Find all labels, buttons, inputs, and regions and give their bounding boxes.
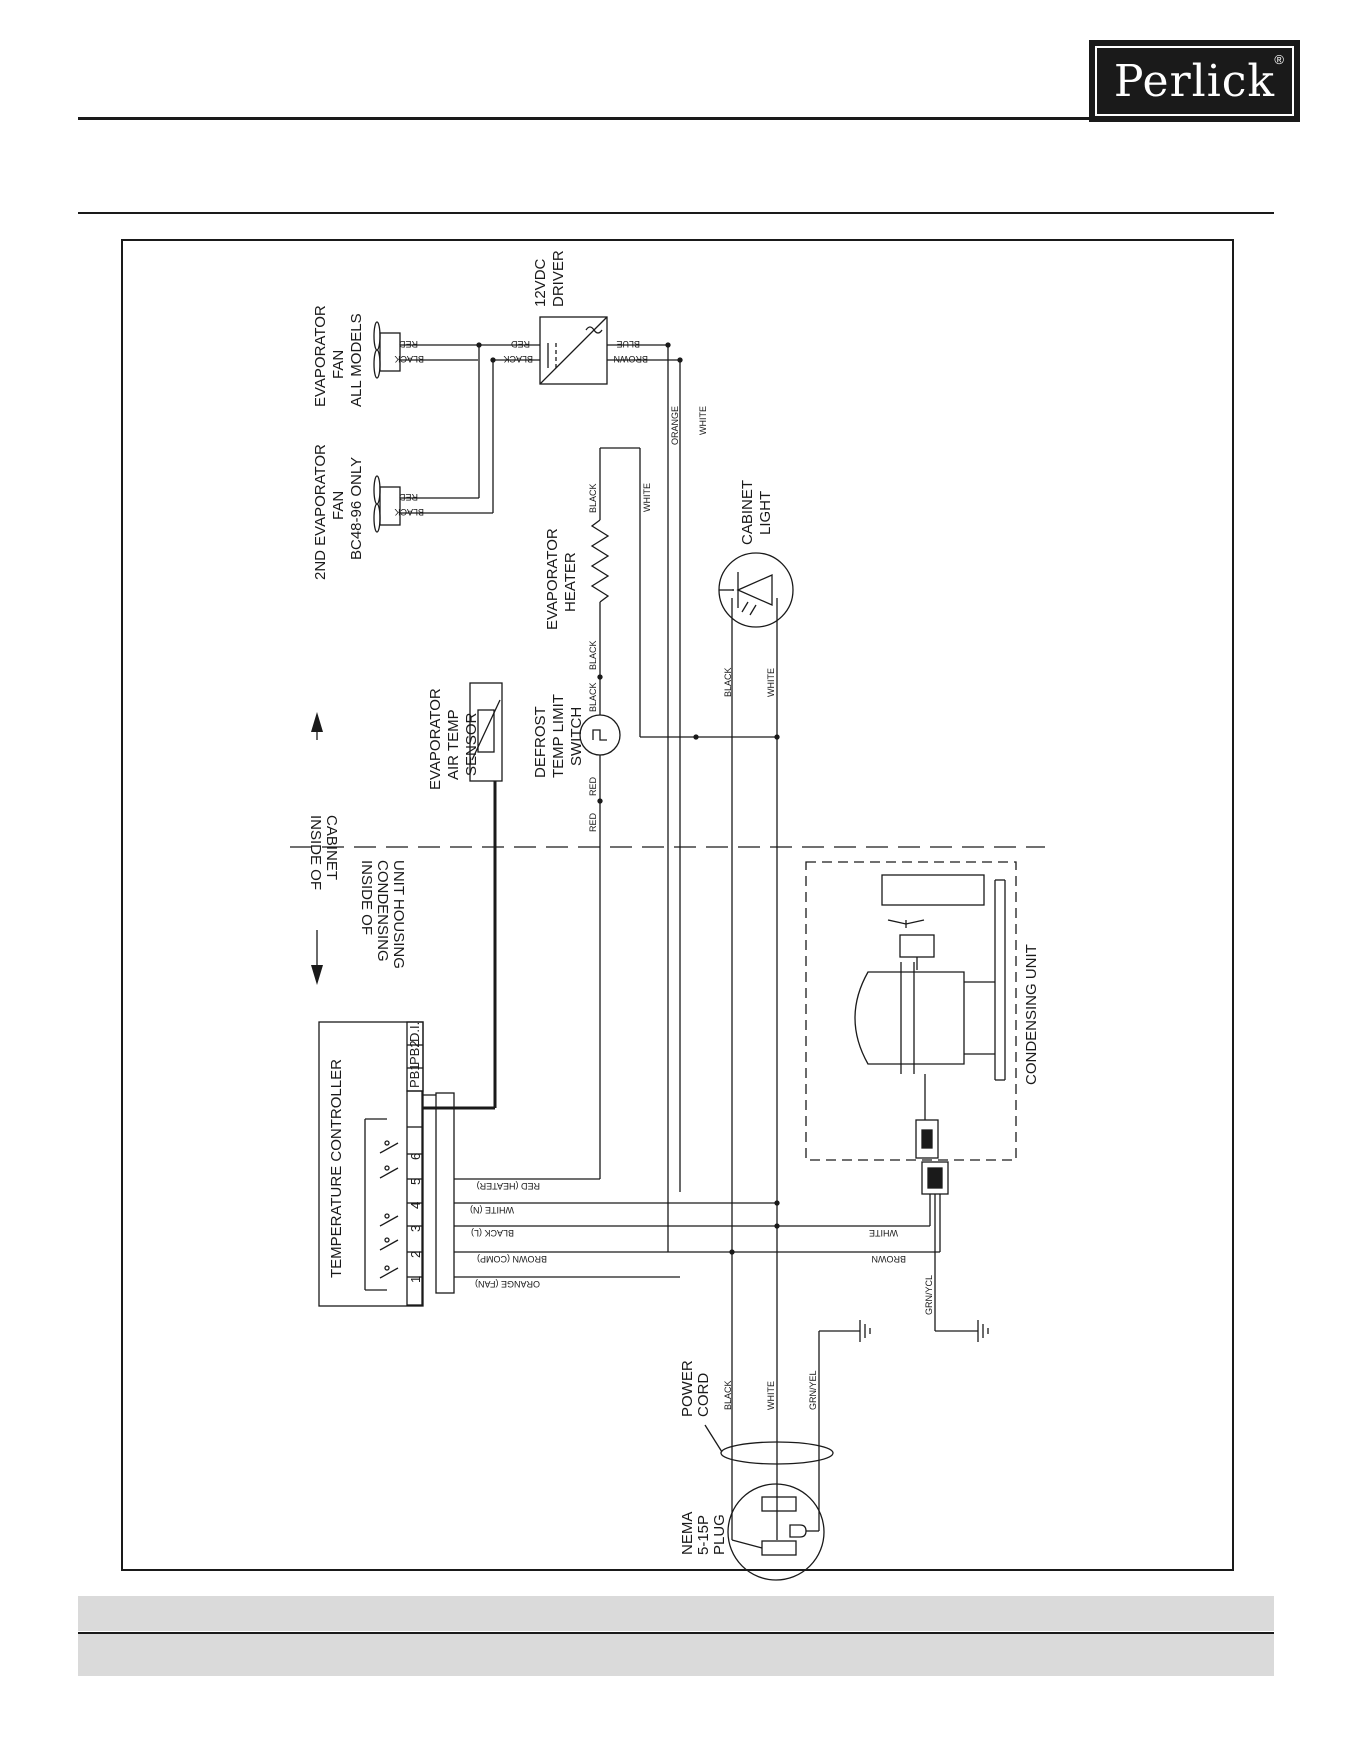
inside-cabinet-label: INSIDE OFCABINET (307, 815, 340, 890)
temperature-controller (318, 1021, 495, 1307)
header-rule (78, 117, 1274, 120)
wire-black-cord: BLACK (723, 1380, 733, 1410)
ground-symbol-right (977, 1320, 989, 1342)
wire-ctrl-heater: RED (HEATER) (477, 1181, 540, 1191)
driver-label: 12VDCDRIVER (532, 250, 567, 307)
port-pb1: PB1 (407, 1063, 422, 1088)
ground-symbol-left (818, 1320, 871, 1430)
wire-red-drv: RED (510, 339, 530, 349)
evap-fan2-label: 2ND EVAPORATORFANBC48-96 ONLY (312, 444, 365, 580)
brand-name: Perlick (1113, 55, 1276, 107)
wire-black-switch: BLACK (588, 682, 598, 712)
footer-band-bottom (78, 1634, 1274, 1676)
footer-rule (78, 1632, 1274, 1634)
wire-red-fan1: RED (398, 339, 418, 349)
terminal-2: 2 (408, 1251, 423, 1258)
cabinet-light-label: CABINETLIGHT (739, 480, 774, 545)
wire-red-switch-bot: RED (588, 812, 598, 832)
plug-label: NEMA5-15PPLUG (679, 1512, 728, 1555)
evap-fan-label: EVAPORATORFANALL MODELS (312, 305, 365, 407)
wire-black-heater-bot: BLACK (588, 640, 598, 670)
wire-white-cord: WHITE (766, 1381, 776, 1410)
control-wires (454, 1178, 940, 1278)
wire-black-heater-top: BLACK (588, 483, 598, 513)
wire-black-light: BLACK (723, 667, 733, 697)
wire-brown-cu: BROWN (872, 1254, 907, 1264)
wire-ctrl-brown: BROWN (COMP) (477, 1254, 547, 1264)
wire-grnyel-cord: GRN/YEL (808, 1370, 818, 1410)
port-pb2: PB2 (407, 1040, 422, 1065)
wire-white-heater: WHITE (642, 483, 652, 512)
nema-plug (727, 1430, 825, 1581)
terminal-6: 6 (408, 1153, 423, 1160)
condensing-unit-label: CONDENSING UNIT (1023, 944, 1040, 1085)
wire-black-fan2: BLACK (394, 507, 424, 517)
air-temp-sensor (469, 682, 503, 1108)
wire-crossovers (667, 737, 778, 1540)
wire-black-fan1: BLACK (394, 354, 424, 364)
port-di: D.I. (407, 1022, 422, 1042)
inside-housing-label: INSIDE OFCONDENSINGUNIT HOUSING (358, 860, 407, 969)
perlick-logo: Perlick ® (1089, 40, 1300, 122)
wire-red-switch-top: RED (588, 776, 598, 796)
12vdc-driver (479, 316, 680, 385)
wire-ctrl-orange: ORANGE (FAN) (475, 1279, 540, 1289)
terminal-4: 4 (408, 1202, 423, 1209)
wire-black-drv: BLACK (503, 354, 533, 364)
power-cord-ellipse (720, 1441, 834, 1465)
defrost-label: DEFROSTTEMP LIMITSWITCH (532, 694, 585, 778)
connector-plug (921, 1161, 978, 1332)
wire-white-drv: WHITE (698, 406, 708, 435)
wire-blue: BLUE (616, 339, 640, 349)
section-rule (78, 212, 1274, 214)
power-cord-label: POWERCORD (679, 1360, 712, 1417)
evap-fan-all-models (373, 321, 478, 379)
terminal-1: 1 (408, 1276, 423, 1283)
wire-grnycl: GRN/YCL (924, 1275, 934, 1315)
wire-ctrl-white: WHITE (N) (470, 1205, 514, 1215)
wire-ctrl-black: BLACK (L) (471, 1228, 514, 1238)
terminal-5: 5 (408, 1178, 423, 1185)
wire-red-fan2: RED (398, 492, 418, 502)
cabinet-light (718, 552, 794, 1310)
wire-orange: ORANGE (670, 406, 680, 445)
wire-brown: BROWN (614, 354, 649, 364)
evap-fan-2nd (373, 345, 494, 533)
registered-mark: ® (1274, 52, 1284, 67)
wire-white-light: WHITE (766, 668, 776, 697)
defrost-heater-circuit (579, 447, 777, 1179)
heater-label: EVAPORATORHEATER (544, 528, 579, 630)
condensing-unit (805, 861, 1017, 1161)
terminal-3: 3 (408, 1225, 423, 1232)
wire-white-cu: WHITE (869, 1228, 898, 1238)
air-sensor-label: EVAPORATORAIR TEMPSENSOR (427, 688, 480, 790)
diagram-frame (121, 239, 1234, 1571)
footer-band-top (78, 1596, 1274, 1631)
temp-controller-label: TEMPERATURE CONTROLLER (328, 1059, 345, 1278)
